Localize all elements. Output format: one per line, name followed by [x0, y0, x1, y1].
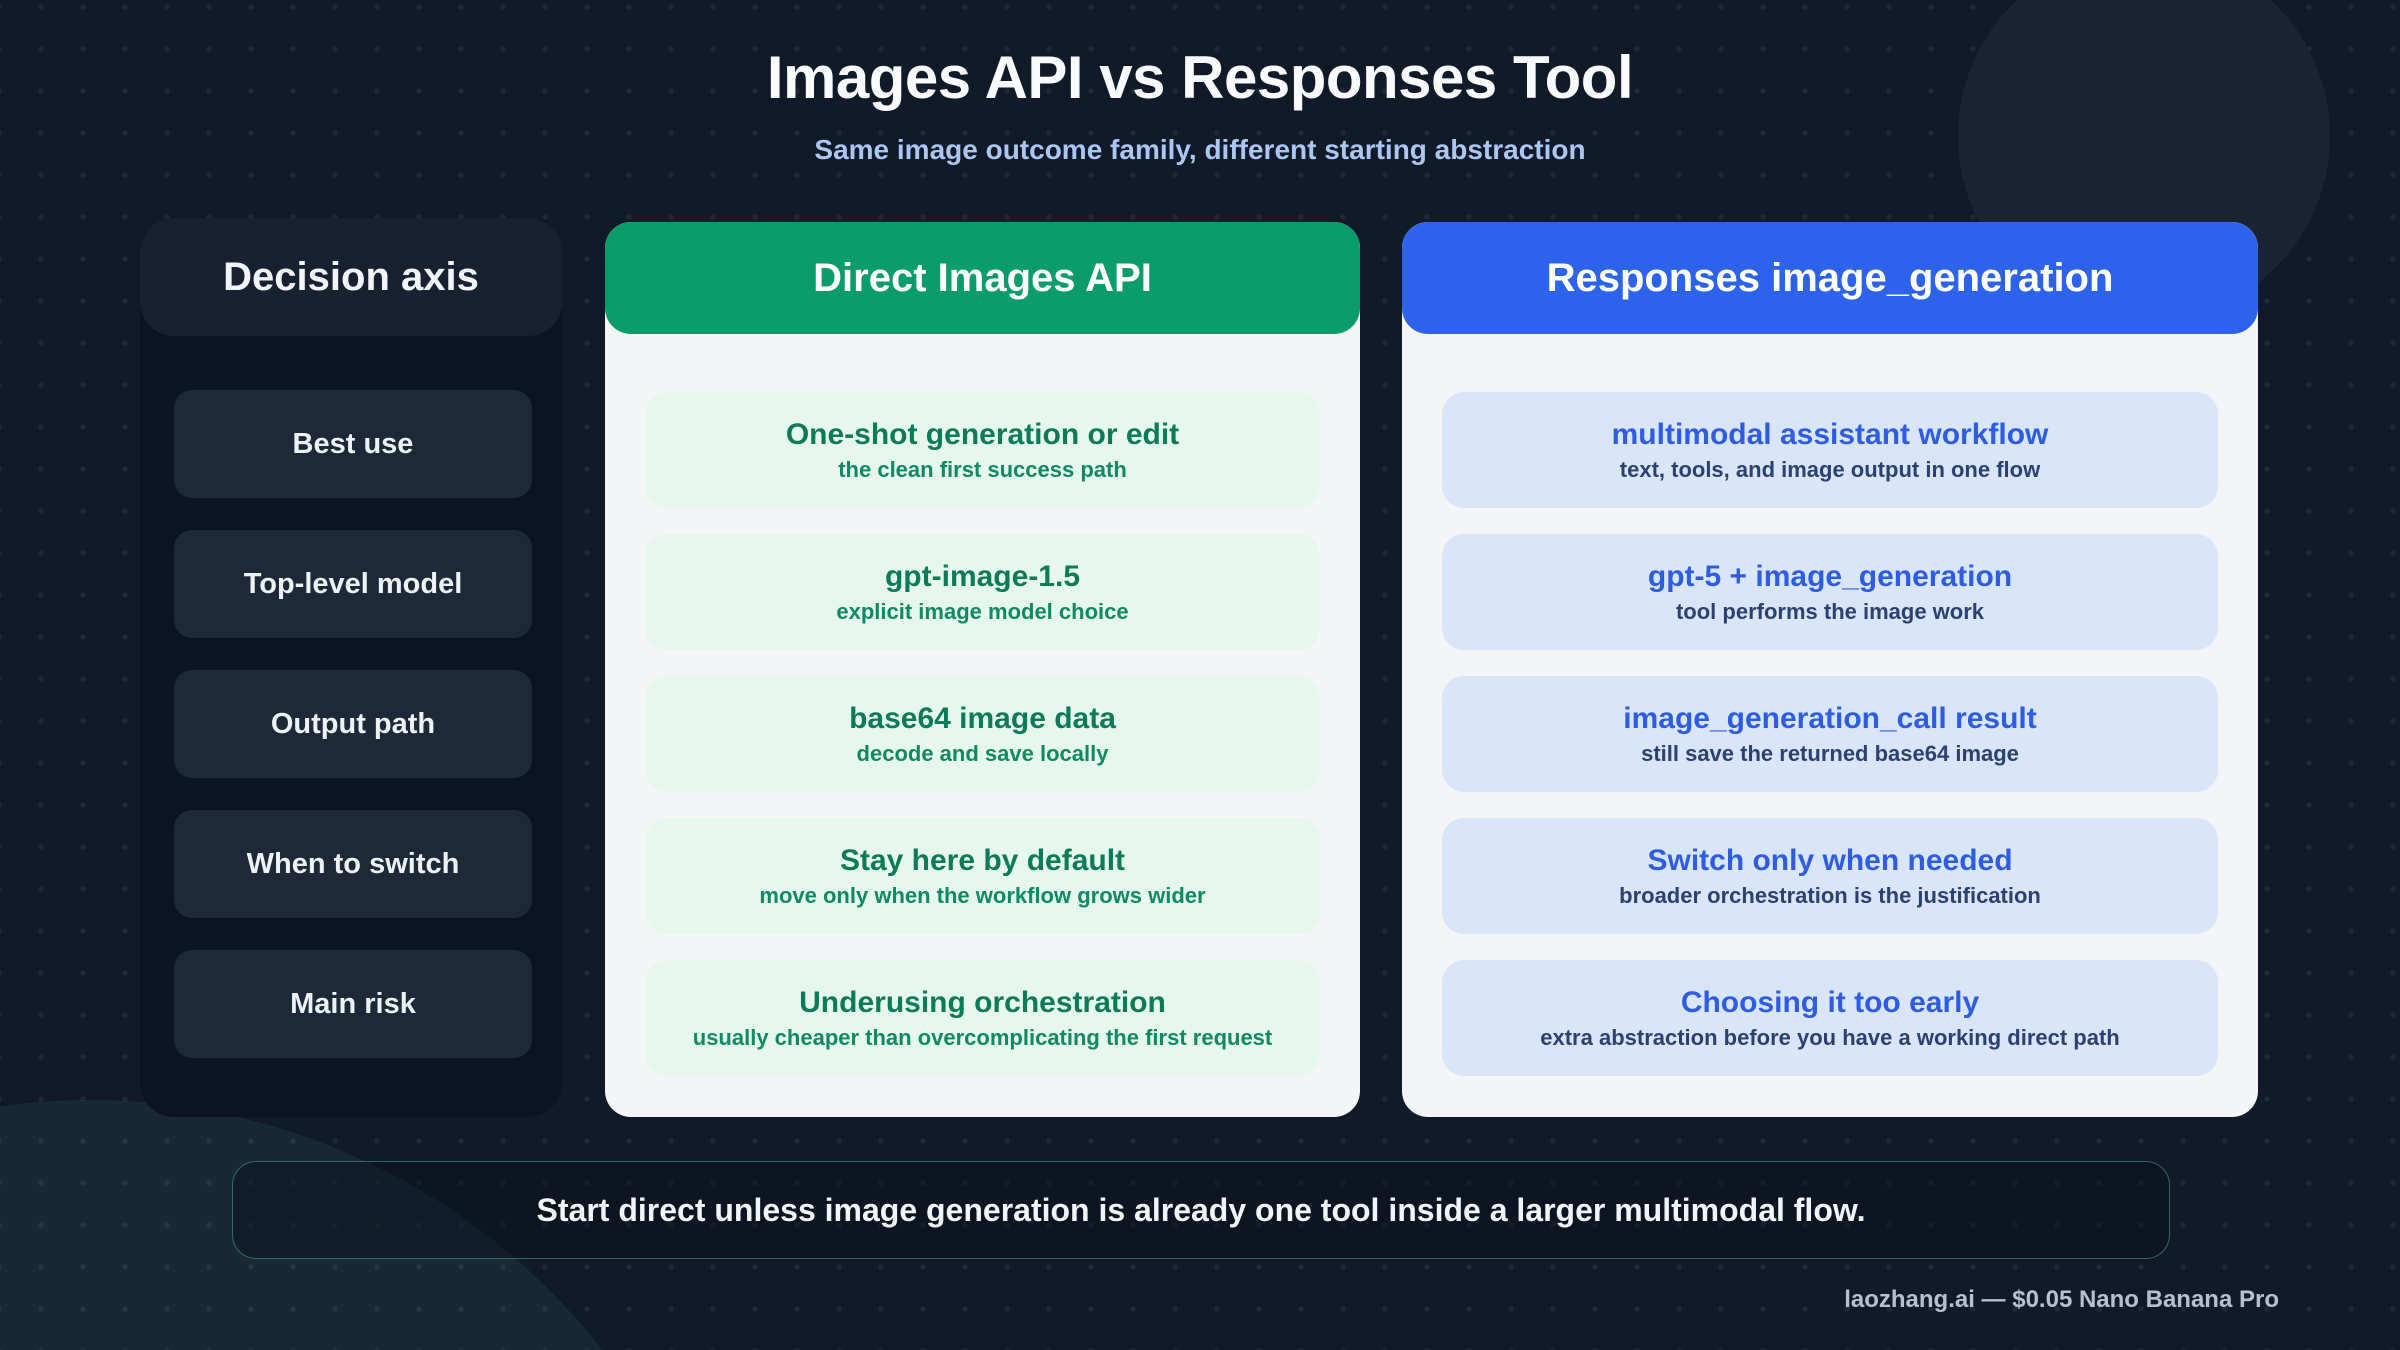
attribution-footer: laozhang.ai — $0.05 Nano Banana Pro [1844, 1286, 2279, 1313]
responses-image-generation-column: Responses image_generation multimodal as… [1402, 222, 2258, 1117]
axis-row-main-risk: Main risk [174, 950, 532, 1058]
direct-card-when-to-switch: Stay here by default move only when the … [645, 818, 1320, 934]
responses-card-output-path: image_generation_call result still save … [1442, 676, 2218, 792]
axis-row-top-level-model: Top-level model [174, 530, 532, 638]
card-subtitle: tool performs the image work [1675, 598, 1985, 624]
card-title: gpt-image-1.5 [884, 559, 1081, 593]
card-subtitle: the clean first success path [838, 456, 1127, 482]
direct-images-api-cards: One-shot generation or edit the clean fi… [605, 334, 1360, 1076]
card-title: Stay here by default [839, 843, 1126, 877]
decision-axis-rows: Best use Top-level model Output path Whe… [174, 390, 532, 1090]
card-subtitle: move only when the workflow grows wider [759, 882, 1206, 908]
card-subtitle: extra abstraction before you have a work… [1540, 1024, 2120, 1050]
responses-card-best-use: multimodal assistant workflow text, tool… [1442, 392, 2218, 508]
card-title: Choosing it too early [1680, 985, 1980, 1019]
responses-card-when-to-switch: Switch only when needed broader orchestr… [1442, 818, 2218, 934]
page-title: Images API vs Responses Tool [766, 44, 1634, 111]
decision-axis-column: Decision axis Best use Top-level model O… [140, 218, 562, 1117]
axis-row-output-path: Output path [174, 670, 532, 778]
card-subtitle: explicit image model choice [836, 598, 1129, 624]
card-title: gpt-5 + image_generation [1647, 559, 2013, 593]
card-title: Switch only when needed [1647, 843, 2013, 877]
card-subtitle: still save the returned base64 image [1641, 740, 2019, 766]
card-subtitle: broader orchestration is the justificati… [1619, 882, 2041, 908]
summary-text: Start direct unless image generation is … [536, 1191, 1866, 1228]
direct-card-top-level-model: gpt-image-1.5 explicit image model choic… [645, 534, 1320, 650]
axis-row-best-use: Best use [174, 390, 532, 498]
responses-card-main-risk: Choosing it too early extra abstraction … [1442, 960, 2218, 1076]
direct-images-api-column: Direct Images API One-shot generation or… [605, 222, 1360, 1117]
direct-images-api-header: Direct Images API [605, 222, 1360, 334]
direct-card-output-path: base64 image data decode and save locall… [645, 676, 1320, 792]
summary-banner: Start direct unless image generation is … [232, 1161, 2170, 1259]
card-subtitle: usually cheaper than overcomplicating th… [692, 1024, 1273, 1050]
direct-card-best-use: One-shot generation or edit the clean fi… [645, 392, 1320, 508]
responses-image-generation-header: Responses image_generation [1402, 222, 2258, 334]
card-title: multimodal assistant workflow [1611, 417, 2049, 451]
decision-axis-header: Decision axis [140, 218, 562, 336]
responses-image-generation-cards: multimodal assistant workflow text, tool… [1402, 334, 2258, 1076]
direct-card-main-risk: Underusing orchestration usually cheaper… [645, 960, 1320, 1076]
axis-row-when-to-switch: When to switch [174, 810, 532, 918]
card-subtitle: text, tools, and image output in one flo… [1619, 456, 2041, 482]
card-title: One-shot generation or edit [785, 417, 1180, 451]
page-subtitle: Same image outcome family, different sta… [814, 134, 1586, 165]
card-title: Underusing orchestration [799, 985, 1166, 1019]
card-title: base64 image data [849, 701, 1116, 735]
card-subtitle: decode and save locally [856, 740, 1109, 766]
responses-card-top-level-model: gpt-5 + image_generation tool performs t… [1442, 534, 2218, 650]
card-title: image_generation_call result [1623, 701, 2037, 735]
